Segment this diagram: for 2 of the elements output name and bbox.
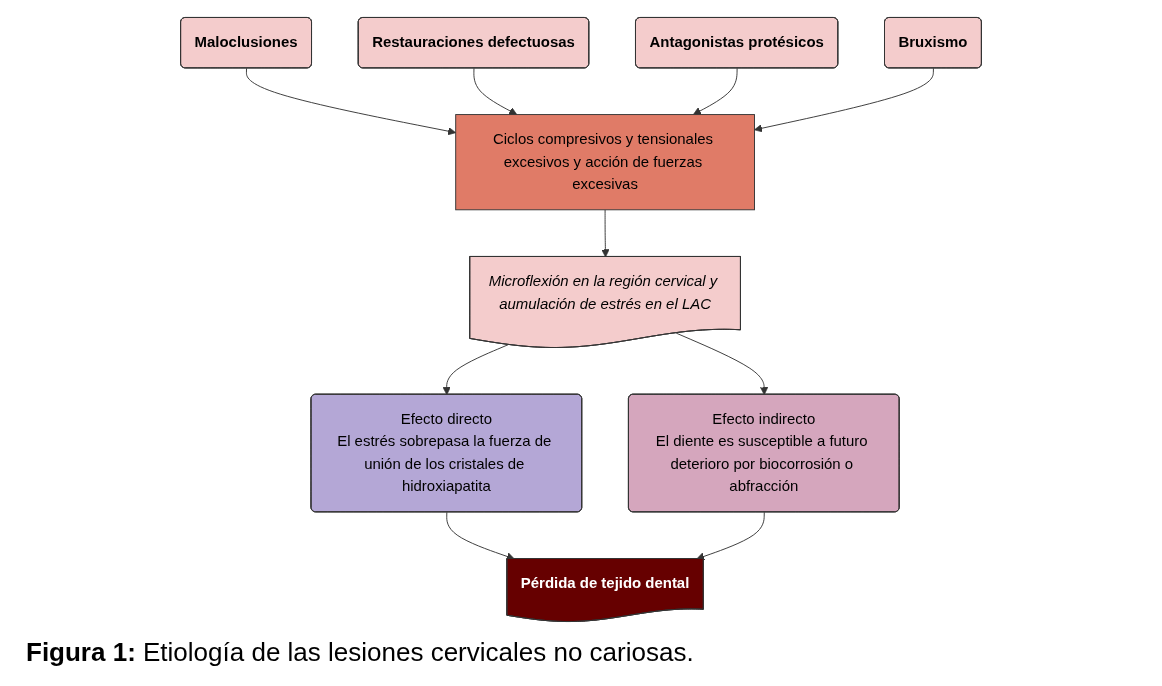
node-box: Ciclos compresivos y tensionales excesivos y acción de fuerzas excesivas (455, 114, 755, 211)
figure-caption: Figura 1: Etiología de las lesiones cervicales no cariosas. (26, 637, 695, 668)
